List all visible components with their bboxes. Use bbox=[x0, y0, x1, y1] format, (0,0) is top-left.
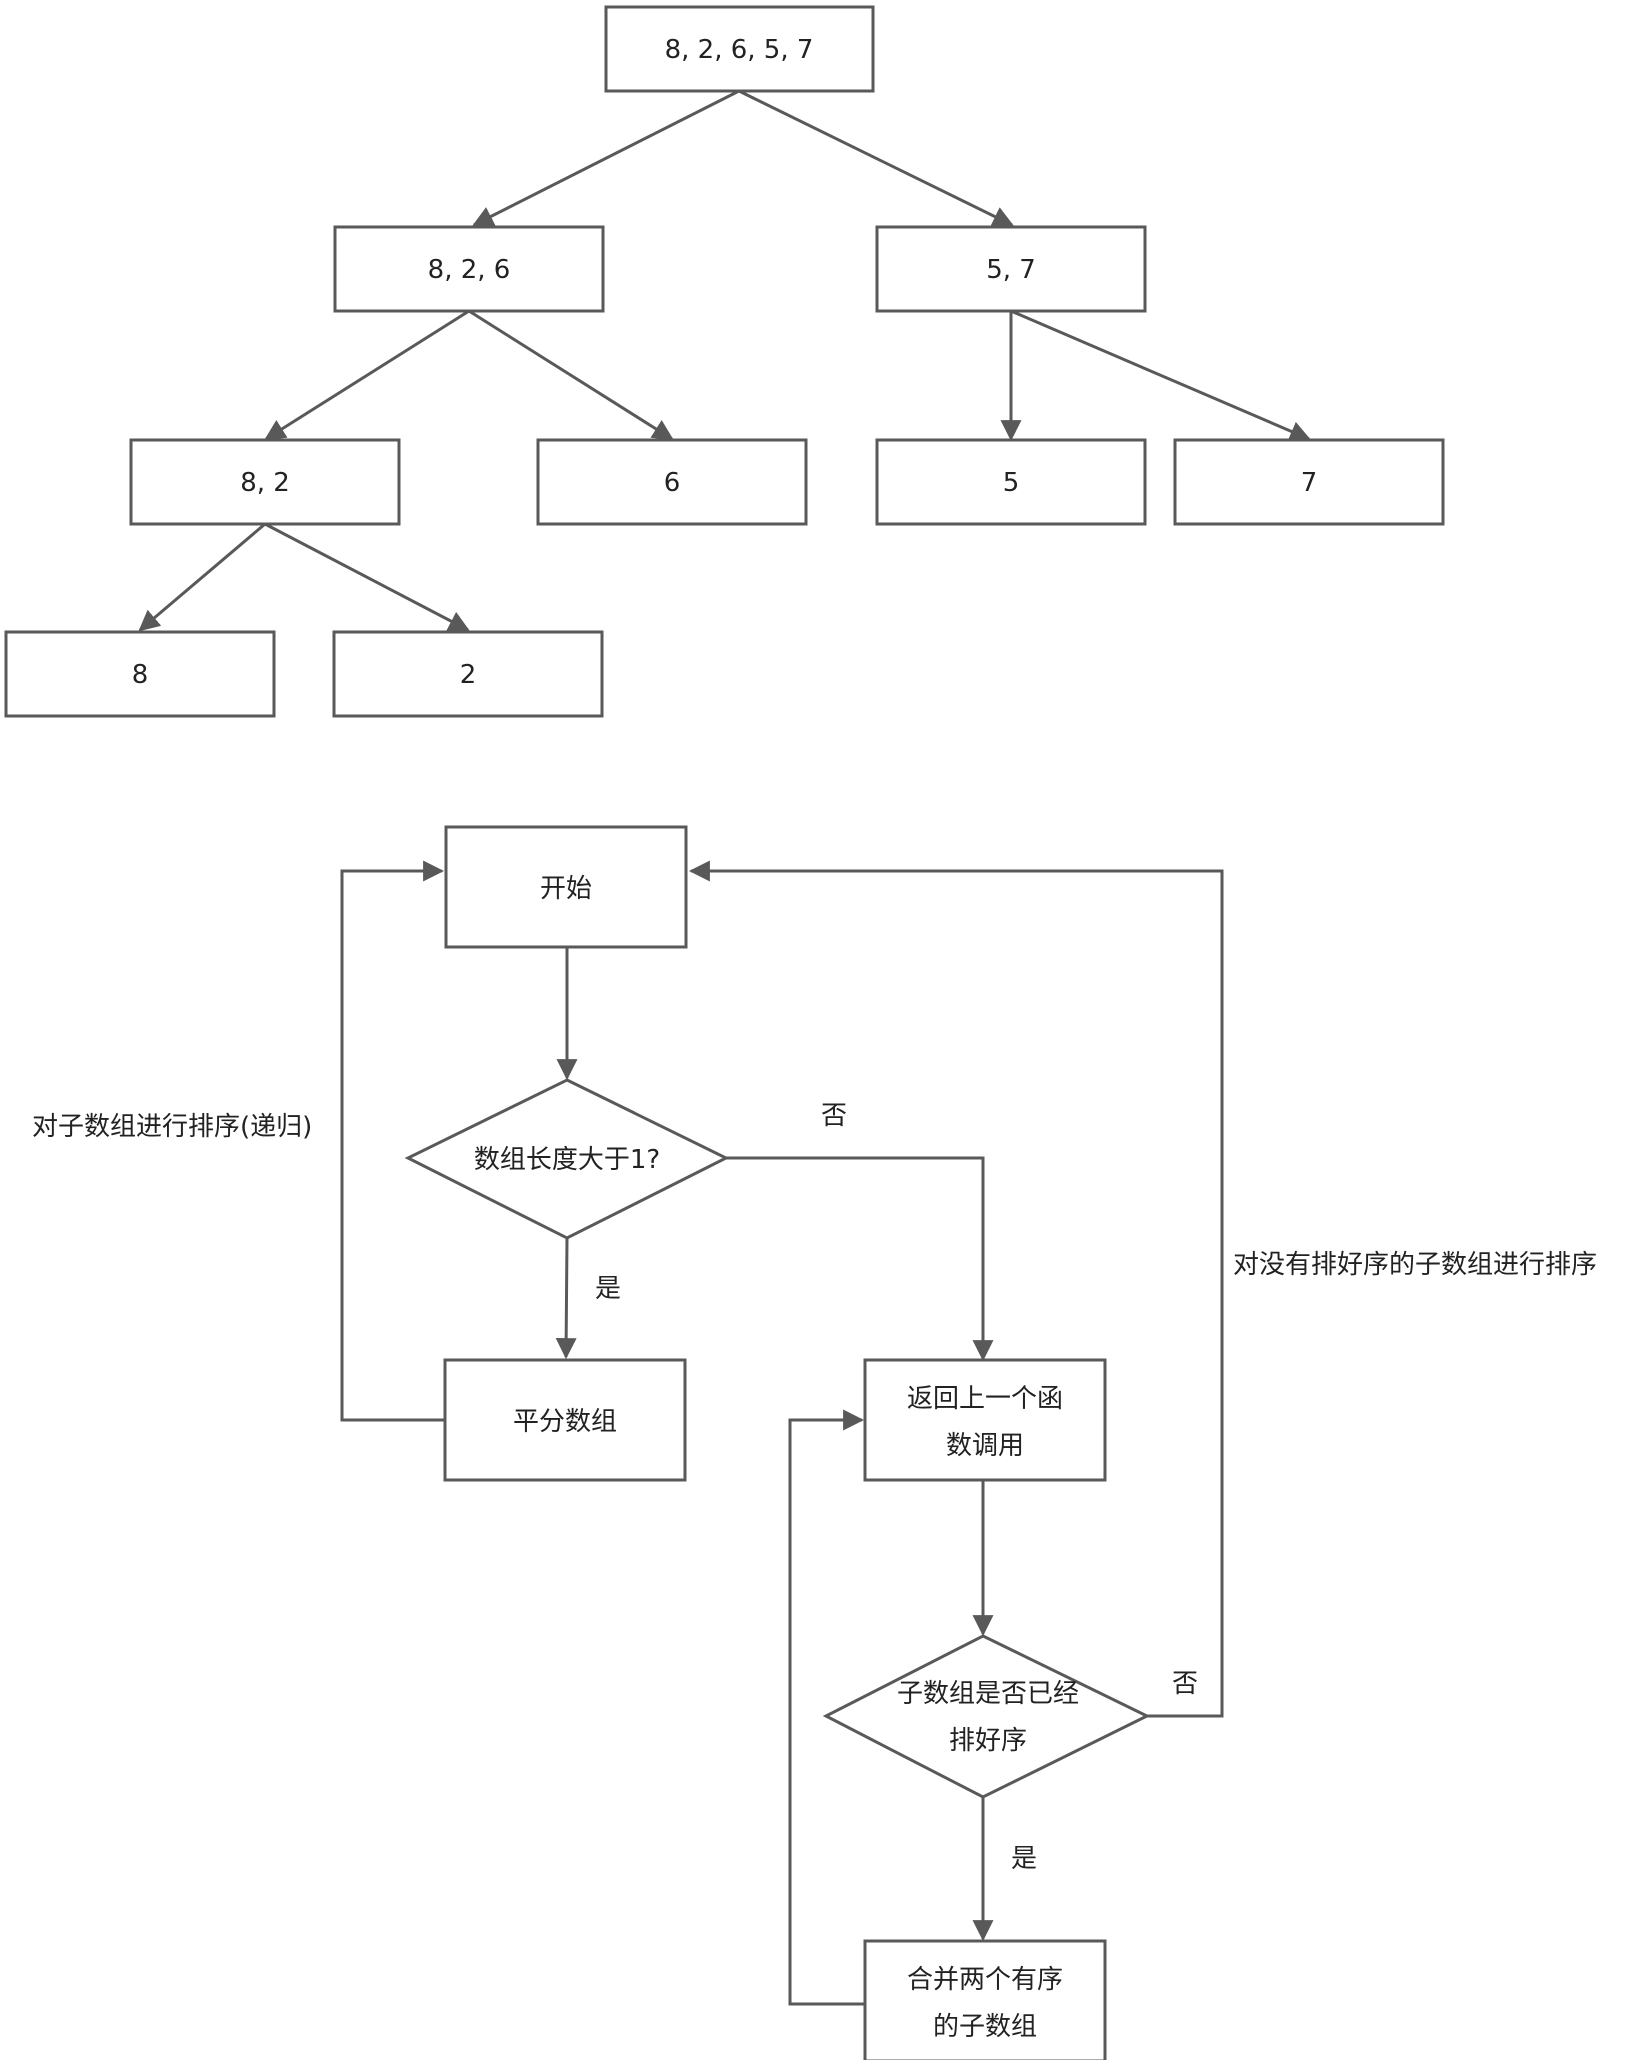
tree-node-8-text: 8 bbox=[132, 660, 149, 690]
tree-node-2-text: 2 bbox=[460, 660, 477, 690]
flow-node-start: 开始 bbox=[444, 825, 688, 949]
flow-check-text: 数组长度大于1? bbox=[474, 1145, 660, 1175]
flow-merge-text-line2: 的子数组 bbox=[933, 2012, 1037, 2042]
tree-node-82-text: 8, 2 bbox=[240, 468, 290, 498]
flow-node-merge: 合并两个有序 的子数组 bbox=[863, 1939, 1107, 2060]
tree-node-6-text: 6 bbox=[664, 468, 681, 498]
tree-node-5-text: 5 bbox=[1003, 468, 1020, 498]
flow-edges bbox=[340, 860, 1224, 2006]
label-no-sorted: 否 bbox=[1172, 1669, 1198, 1699]
edge-82-8 bbox=[138, 522, 266, 632]
tree-node-826-text: 8, 2, 6 bbox=[428, 255, 511, 285]
tree-node-57-text: 5, 7 bbox=[986, 255, 1036, 285]
edge-sorted-start bbox=[688, 860, 1224, 1718]
tree-node-7-text: 7 bbox=[1301, 468, 1318, 498]
flow-split-text: 平分数组 bbox=[513, 1407, 617, 1437]
flow-sorted-text-line1: 子数组是否已经 bbox=[897, 1679, 1079, 1709]
tree-node-2: 2 bbox=[332, 630, 604, 718]
tree-node-82: 8, 2 bbox=[129, 438, 401, 526]
flow-node-split: 平分数组 bbox=[443, 1358, 687, 1482]
tree-node-57: 5, 7 bbox=[875, 225, 1147, 313]
flow-decision-sorted: 子数组是否已经 排好序 bbox=[822, 1634, 1151, 1799]
edge-826-82 bbox=[264, 309, 470, 441]
edge-check-split bbox=[555, 1237, 577, 1360]
label-yes-length: 是 bbox=[595, 1274, 621, 1304]
tree-node-826: 8, 2, 6 bbox=[333, 225, 605, 313]
flow-merge-text-line1: 合并两个有序 bbox=[907, 1965, 1063, 1995]
flow-decision-length: 数组长度大于1? bbox=[404, 1078, 730, 1240]
flow-sorted-text-line2: 排好序 bbox=[949, 1726, 1027, 1756]
edge-check-return bbox=[726, 1156, 994, 1362]
edge-split-start bbox=[340, 860, 445, 1422]
flow-node-return: 返回上一个函 数调用 bbox=[863, 1358, 1107, 1482]
tree-edges bbox=[138, 89, 1311, 632]
label-unsorted: 对没有排好序的子数组进行排序 bbox=[1233, 1250, 1597, 1280]
tree-node-root: 8, 2, 6, 5, 7 bbox=[604, 5, 875, 93]
tree-node-8: 8 bbox=[4, 630, 276, 718]
edge-826-6 bbox=[468, 309, 674, 441]
label-recursive: 对子数组进行排序(递归) bbox=[32, 1112, 312, 1142]
edge-merge-return bbox=[788, 1409, 865, 2006]
tree-node-6: 6 bbox=[536, 438, 808, 526]
flow-return-text-line2: 数调用 bbox=[946, 1431, 1024, 1461]
tree-node-7: 7 bbox=[1173, 438, 1445, 526]
flow-start-text: 开始 bbox=[540, 874, 592, 904]
edge-root-right bbox=[738, 89, 1014, 227]
flow-return-text-line1: 返回上一个函 bbox=[907, 1384, 1063, 1414]
label-yes-sorted: 是 bbox=[1011, 1844, 1037, 1874]
edge-57-7 bbox=[1010, 309, 1311, 442]
edge-root-left bbox=[472, 89, 740, 227]
edge-82-2 bbox=[264, 522, 470, 632]
tree-node-root-text: 8, 2, 6, 5, 7 bbox=[665, 35, 814, 65]
label-no-length: 否 bbox=[821, 1101, 847, 1131]
tree-node-5: 5 bbox=[875, 438, 1147, 526]
